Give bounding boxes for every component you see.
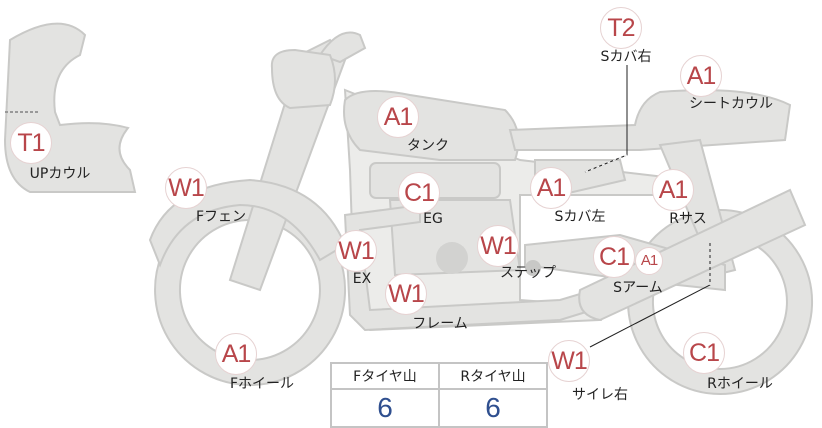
grade-badge-swing-arm-sub[interactable]: A1 (635, 247, 663, 275)
part-label-up-cowl: UPカウル (29, 166, 91, 182)
leader-line-scover-right (584, 65, 628, 173)
part-label-seat-cowl: シートカウル (689, 96, 773, 112)
rear-tire-header: Rタイヤ山 (438, 362, 548, 390)
grade-badge-seat-cowl[interactable]: A1 (680, 55, 722, 97)
grade-badge-frame[interactable]: W1 (385, 273, 427, 315)
grade-badge-swing-arm[interactable]: C1 (593, 236, 635, 278)
grade-badge-step[interactable]: W1 (477, 225, 519, 267)
grade-badge-rear-suspension[interactable]: A1 (652, 169, 694, 211)
part-label-silencer-right: サイレ右 (572, 387, 628, 403)
part-label-tank: タンク (407, 138, 449, 154)
part-label-swing-arm: Sアーム (613, 280, 663, 296)
grade-badge-exhaust[interactable]: W1 (335, 230, 377, 272)
part-label-scover-left: Sカバ左 (554, 209, 606, 225)
part-label-front-wheel: Fホイール (229, 376, 295, 392)
grade-badge-silencer-right[interactable]: W1 (548, 340, 590, 382)
rear-tire-value: 6 (438, 388, 548, 428)
part-label-rear-suspension: Rサス (669, 211, 707, 227)
grade-badge-up-cowl[interactable]: T1 (10, 122, 52, 164)
grade-badge-front-wheel[interactable]: A1 (215, 333, 257, 375)
part-label-step: ステップ (500, 265, 556, 281)
part-label-front-fender: Fフェン (195, 209, 247, 225)
grade-badge-tank[interactable]: A1 (377, 96, 419, 138)
grade-badge-front-fender[interactable]: W1 (165, 167, 207, 209)
tire-tread-table: Fタイヤ山 Rタイヤ山 6 6 (330, 362, 548, 428)
front-tire-header: Fタイヤ山 (330, 362, 440, 390)
front-tire-value: 6 (330, 388, 440, 428)
part-label-scover-right: Sカバ右 (600, 49, 652, 65)
part-label-engine: EG (423, 211, 443, 227)
grade-badge-engine[interactable]: C1 (398, 172, 440, 214)
part-label-rear-wheel: Rホイール (707, 376, 773, 392)
grade-badge-scover-left[interactable]: A1 (530, 167, 572, 209)
grade-badge-rear-wheel[interactable]: C1 (683, 332, 725, 374)
part-label-exhaust: EX (352, 271, 372, 287)
grade-badge-scover-right[interactable]: T2 (600, 7, 642, 49)
part-label-frame: フレーム (412, 316, 468, 332)
